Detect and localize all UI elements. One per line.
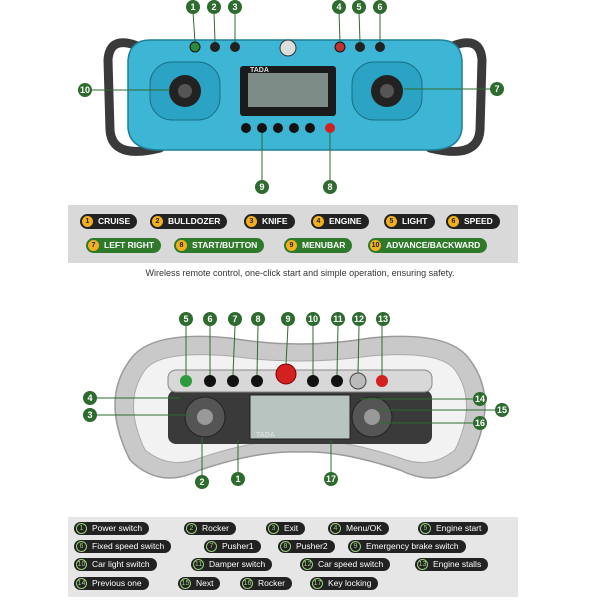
bottom-callout-15: 15 <box>495 403 509 417</box>
bottom-callout-11: 11 <box>331 312 345 326</box>
top-callout-5: 5 <box>352 0 366 14</box>
bottom-callout-5: 5 <box>179 312 193 326</box>
tagline: Wireless remote control, one-click start… <box>145 268 455 278</box>
top-callout-7: 7 <box>490 82 504 96</box>
bottom-callout-9: 9 <box>281 312 295 326</box>
top-callout-3: 3 <box>228 0 242 14</box>
top-callout-9: 9 <box>255 180 269 194</box>
bottom-callout-1: 1 <box>231 472 245 486</box>
top-callout-4: 4 <box>332 0 346 14</box>
top-callout-6: 6 <box>373 0 387 14</box>
bottom-callout-14: 14 <box>473 392 487 406</box>
bottom-remote-illustration <box>95 325 495 479</box>
bottom-callout-7: 7 <box>228 312 242 326</box>
bottom-callout-3: 3 <box>83 408 97 422</box>
top-brand: TADA <box>250 67 269 74</box>
bottom-callout-17: 17 <box>324 472 338 486</box>
bottom-callout-4: 4 <box>83 391 97 405</box>
bottom-callout-2: 2 <box>195 475 209 489</box>
top-remote-illustration <box>92 11 490 180</box>
bottom-brand: TADA <box>256 432 275 439</box>
bottom-callout-10: 10 <box>306 312 320 326</box>
top-callout-10: 10 <box>78 83 92 97</box>
top-callout-2: 2 <box>207 0 221 14</box>
bottom-callout-6: 6 <box>203 312 217 326</box>
top-callout-1: 1 <box>186 0 200 14</box>
bottom-callout-16: 16 <box>473 416 487 430</box>
bottom-callout-13: 13 <box>376 312 390 326</box>
bottom-callout-8: 8 <box>251 312 265 326</box>
top-callout-8: 8 <box>323 180 337 194</box>
bottom-callout-12: 12 <box>352 312 366 326</box>
